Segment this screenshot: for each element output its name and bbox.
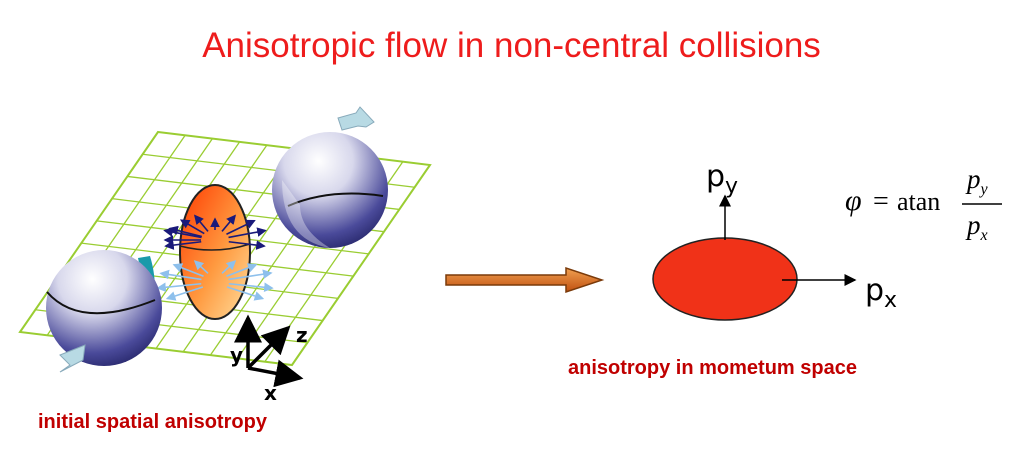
formula-equals: =: [873, 186, 889, 217]
flow-arrow: [228, 227, 267, 239]
flow-arrow: [165, 286, 204, 301]
motion-arrow-icon: [59, 344, 86, 373]
flow-arrows-dark: [163, 214, 267, 250]
formula-phi: φ: [845, 184, 862, 217]
axis-label-y: y: [230, 343, 243, 367]
caption-initial-spatial: initial spatial anisotropy: [38, 411, 267, 433]
flow-arrow: [159, 269, 202, 281]
flow-arrow: [168, 225, 203, 238]
formula-numerator: py: [965, 164, 989, 198]
momentum-ellipse: [652, 237, 798, 321]
flow-arrow: [164, 240, 202, 250]
py-label: py: [706, 159, 738, 199]
flow-arrow: [228, 282, 274, 293]
flow-arrows-light: [156, 260, 274, 301]
axis-label-x: x: [264, 381, 277, 405]
z-axis: [246, 325, 291, 370]
nucleus-left: [46, 250, 162, 373]
flow-arrow: [221, 260, 237, 274]
flow-arrow: [172, 263, 204, 278]
coordinate-axes: [234, 314, 304, 388]
formula-atan: atan: [897, 187, 940, 216]
slide-title: Anisotropic flow in non-central collisio…: [202, 26, 821, 65]
flow-arrow: [226, 219, 256, 235]
transition-arrow: [445, 266, 605, 294]
flow-arrow: [179, 219, 205, 235]
overlap-almond: [179, 184, 251, 320]
px-label: px: [865, 273, 897, 313]
flow-arrow: [193, 214, 209, 232]
flow-arrow: [228, 269, 273, 281]
motion-arrow-icon: [337, 106, 375, 131]
caption-momentum-space: anisotropy in mometum space: [568, 357, 857, 379]
flow-arrow: [228, 240, 266, 250]
flow-arrow: [193, 260, 209, 274]
flow-arrow: [226, 263, 258, 278]
flow-arrow: [163, 227, 202, 239]
flow-arrow: [226, 286, 265, 301]
flow-arrow: [156, 282, 202, 293]
flow-arrow: [221, 214, 237, 232]
axis-label-z: z: [296, 323, 308, 347]
phi-formula: φ = atan py px: [845, 164, 1002, 244]
nucleus-right: [272, 106, 388, 248]
x-axis: [247, 359, 304, 388]
formula-denominator: px: [965, 210, 988, 244]
